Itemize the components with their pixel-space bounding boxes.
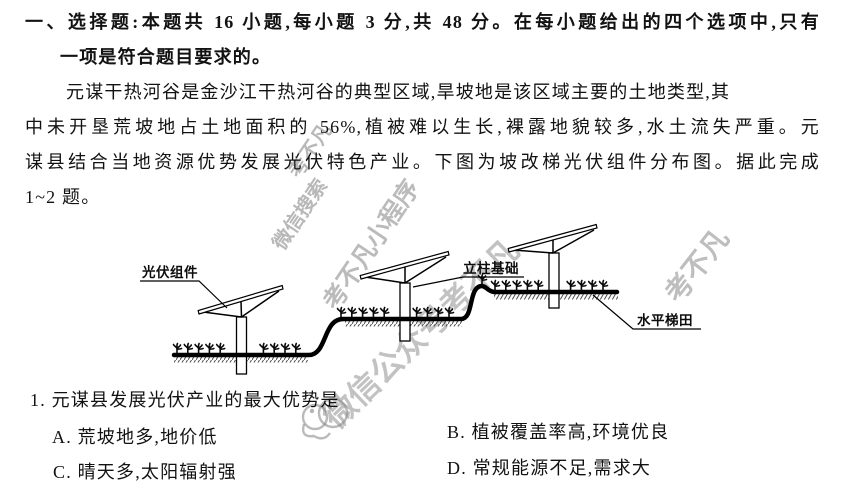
pv-panel-assemblies — [197, 223, 598, 318]
callout-column-foundation: 立柱基础 — [412, 260, 524, 288]
plant-icon — [205, 342, 215, 354]
plant-icon — [379, 306, 390, 318]
passage-line-1: 元谋干热河谷是金沙江干热河谷的典型区域,旱坡地是该区域主要的土地类型,其 — [66, 82, 731, 102]
plant-icon — [566, 279, 576, 291]
plant-icon — [269, 342, 280, 354]
plant-icon — [358, 306, 368, 318]
pv-module-label: 光伏组件 — [141, 264, 198, 280]
plant-icon — [412, 306, 422, 318]
passage-line-4: 1~2 题。 — [25, 187, 101, 207]
plant-icon — [215, 342, 226, 354]
option-c: C. 晴天多,太阳辐射强 — [53, 462, 237, 482]
plant-icon — [587, 279, 598, 291]
terraced-pv-diagram: 光伏组件 立柱基础 水平梯田 — [140, 223, 701, 375]
plant-icon — [501, 279, 512, 291]
option-b: B. 植被覆盖率高,环境优良 — [447, 422, 670, 442]
section-header-line2: 一项是符合题目要求的。 — [60, 47, 272, 67]
plant-icon — [523, 279, 533, 291]
horizontal-terrace-label: 水平梯田 — [637, 312, 693, 328]
plant-icon — [512, 279, 522, 291]
plant-icon — [259, 342, 269, 354]
callout-horizontal-terrace: 水平梯田 — [592, 294, 701, 330]
callout-pv-module: 光伏组件 — [140, 264, 228, 309]
kaobufan-owl-logo-watermark — [301, 397, 349, 440]
plant-icon — [423, 306, 433, 318]
plant-icon — [291, 342, 302, 354]
plant-icon — [533, 279, 544, 291]
plant-icon — [183, 342, 194, 354]
question-1-text: 1. 元谋县发展光伏产业的最大优势是 — [30, 390, 340, 410]
pv-panel-left — [197, 284, 284, 315]
plant-icon — [444, 306, 455, 318]
passage-line-2: 中未开垦荒坡地占土地面积的 56%,植被难以生长,裸露地貌较多,水土流失严重。元 — [25, 117, 820, 137]
plant-icon — [347, 306, 358, 318]
pv-panel-middle — [359, 250, 450, 280]
option-a: A. 荒坡地多,地价低 — [52, 427, 218, 447]
plant-icon — [336, 306, 347, 318]
option-d: D. 常规能源不足,需求大 — [447, 458, 652, 478]
section-header-line1: 一、选择题:本题共 16 小题,每小题 3 分,共 48 分。在每小题给出的四个… — [25, 12, 820, 32]
plant-icon — [172, 342, 183, 354]
plant-icon — [194, 342, 204, 354]
plant-icon — [577, 279, 587, 291]
plant-icon — [490, 279, 501, 291]
terrace-profile — [171, 283, 620, 358]
plant-icon — [369, 306, 379, 318]
column-foundation-label: 立柱基础 — [463, 260, 519, 276]
passage-line-3: 谋县结合当地资源优势发展光伏特色产业。下图为坡改梯光伏组件分布图。据此完成 — [25, 152, 820, 172]
plant-icon — [433, 306, 444, 318]
plant-icon — [598, 279, 609, 291]
plant-icon — [280, 342, 291, 354]
pv-panel-right — [507, 223, 598, 253]
